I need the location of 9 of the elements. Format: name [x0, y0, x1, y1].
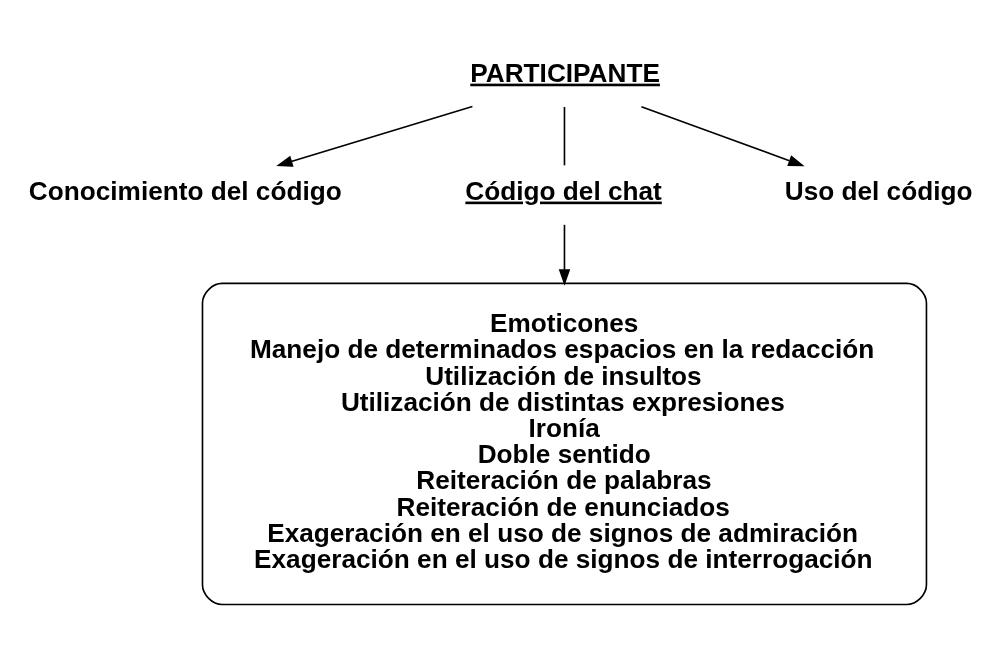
- node-text: Uso del código: [784, 175, 972, 206]
- node-text: PARTICIPANTE: [469, 57, 660, 88]
- arrow: [558, 223, 570, 286]
- connector: [563, 106, 565, 167]
- arrow: [640, 105, 805, 167]
- node-text: Conocimiento del código: [28, 175, 342, 206]
- arrow: [275, 105, 473, 167]
- node-box: Emoticones Manejo de determinados espacios en la redacción Utilización de insultos Utilización de distintas expresiones Ironía Doble sentido Reiteración de palabras Reiteración de enunciados Exageración en el uso de signos de admiración Exageración en el uso de signos de interrogación: [201, 282, 927, 606]
- node-text: Código del chat: [464, 175, 662, 206]
